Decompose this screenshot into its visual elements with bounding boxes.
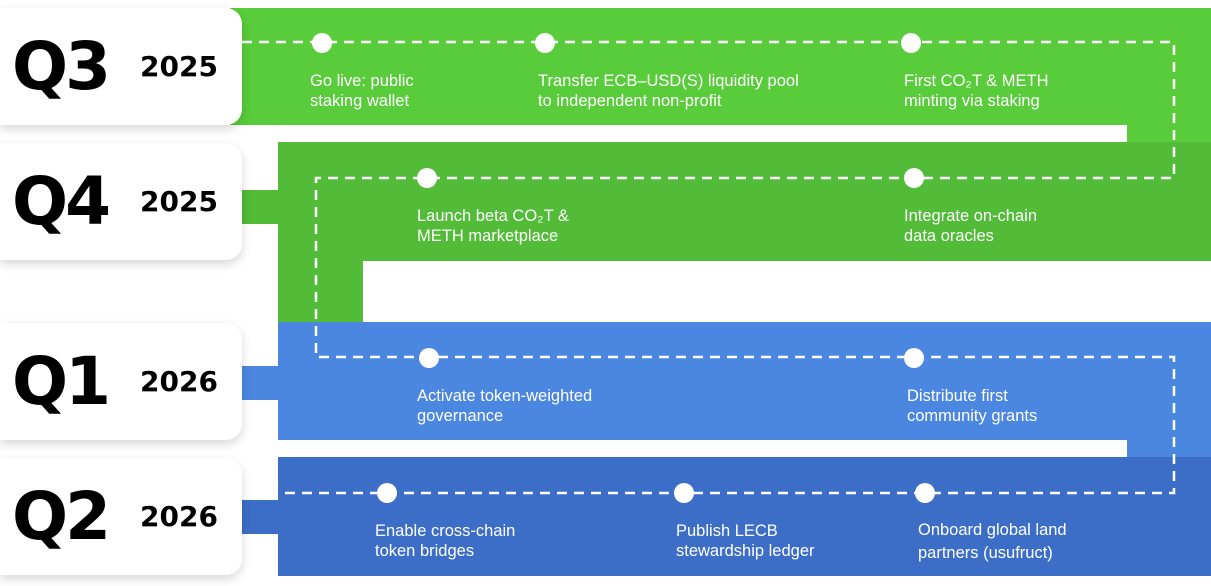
quarter-card-q4: Q4 2025 xyxy=(0,143,242,260)
milestone-dot xyxy=(904,168,924,188)
milestone-line: staking wallet xyxy=(310,92,410,110)
dashed-route xyxy=(242,40,1176,495)
milestone-dot xyxy=(915,483,935,503)
quarter-label: Q2 xyxy=(12,477,111,555)
q2-band xyxy=(278,457,1211,576)
milestone-cross-chain-bridges: Enable cross-chain token bridges xyxy=(375,521,515,561)
milestone-dot xyxy=(417,168,437,188)
q3-band xyxy=(230,8,1211,125)
milestone-dot xyxy=(312,33,332,53)
milestone-onboard-land-partners: Onboard global land partners (usufruct) xyxy=(918,519,1067,565)
year-label: 2025 xyxy=(140,184,218,218)
milestone-dot xyxy=(674,483,694,503)
milestone-dot xyxy=(901,33,921,53)
milestone-line: Distribute first xyxy=(907,387,1008,405)
milestone-line: Activate token-weighted xyxy=(417,387,593,405)
milestone-line: Launch beta CO₂T & xyxy=(417,207,569,225)
milestone-activate-governance: Activate token-weighted governance xyxy=(417,386,592,426)
milestone-dot xyxy=(419,348,439,368)
milestone-line: Enable cross-chain xyxy=(375,522,516,540)
quarter-label: Q3 xyxy=(12,27,111,105)
year-label: 2025 xyxy=(140,49,218,83)
milestone-launch-marketplace: Launch beta CO₂T & METH marketplace xyxy=(417,206,569,246)
milestone-line: to independent non-profit xyxy=(538,92,722,110)
quarter-card-q3: Q3 2025 xyxy=(0,8,242,125)
milestone-stewardship-ledger: Publish LECB stewardship ledger xyxy=(676,521,815,561)
milestone-dot xyxy=(535,33,555,53)
milestone-community-grants: Distribute first community grants xyxy=(907,386,1037,426)
milestone-dot xyxy=(904,348,924,368)
milestone-integrate-oracles: Integrate on-chain data oracles xyxy=(904,206,1037,246)
milestone-line: Go live: public xyxy=(310,72,414,90)
milestone-line: stewardship ledger xyxy=(676,542,815,560)
milestone-line: minting via staking xyxy=(904,92,1040,110)
milestone-line: Publish LECB xyxy=(676,522,778,540)
milestone-line: Onboard global land xyxy=(918,521,1067,539)
quarter-label: Q1 xyxy=(12,342,111,420)
milestone-go-live-staking-wallet: Go live: public staking wallet xyxy=(310,71,414,111)
milestone-line: governance xyxy=(417,407,504,425)
milestone-line: First CO₂T & METH xyxy=(904,72,1049,90)
milestone-line: data oracles xyxy=(904,227,994,245)
q4-band xyxy=(278,142,1211,261)
milestone-line: Transfer ECB–USD(S) liquidity pool xyxy=(538,72,799,90)
q1-band xyxy=(278,322,1211,440)
milestone-first-minting: First CO₂T & METH minting via staking xyxy=(904,71,1049,111)
milestone-line: token bridges xyxy=(375,542,475,560)
quarter-card-q1: Q1 2026 xyxy=(0,323,242,440)
milestone-line: community grants xyxy=(907,407,1038,425)
quarter-label: Q4 xyxy=(12,162,111,240)
year-label: 2026 xyxy=(140,364,218,398)
year-label: 2026 xyxy=(140,499,218,533)
milestone-line: Integrate on-chain xyxy=(904,207,1038,225)
milestone-line: METH marketplace xyxy=(417,227,559,245)
q4-q1-connector xyxy=(278,255,363,327)
milestone-line: partners (usufruct) xyxy=(918,544,1053,562)
quarter-card-q2: Q2 2026 xyxy=(0,458,242,575)
milestone-dot xyxy=(377,483,397,503)
milestone-transfer-liquidity-pool: Transfer ECB–USD(S) liquidity pool to in… xyxy=(538,71,799,111)
